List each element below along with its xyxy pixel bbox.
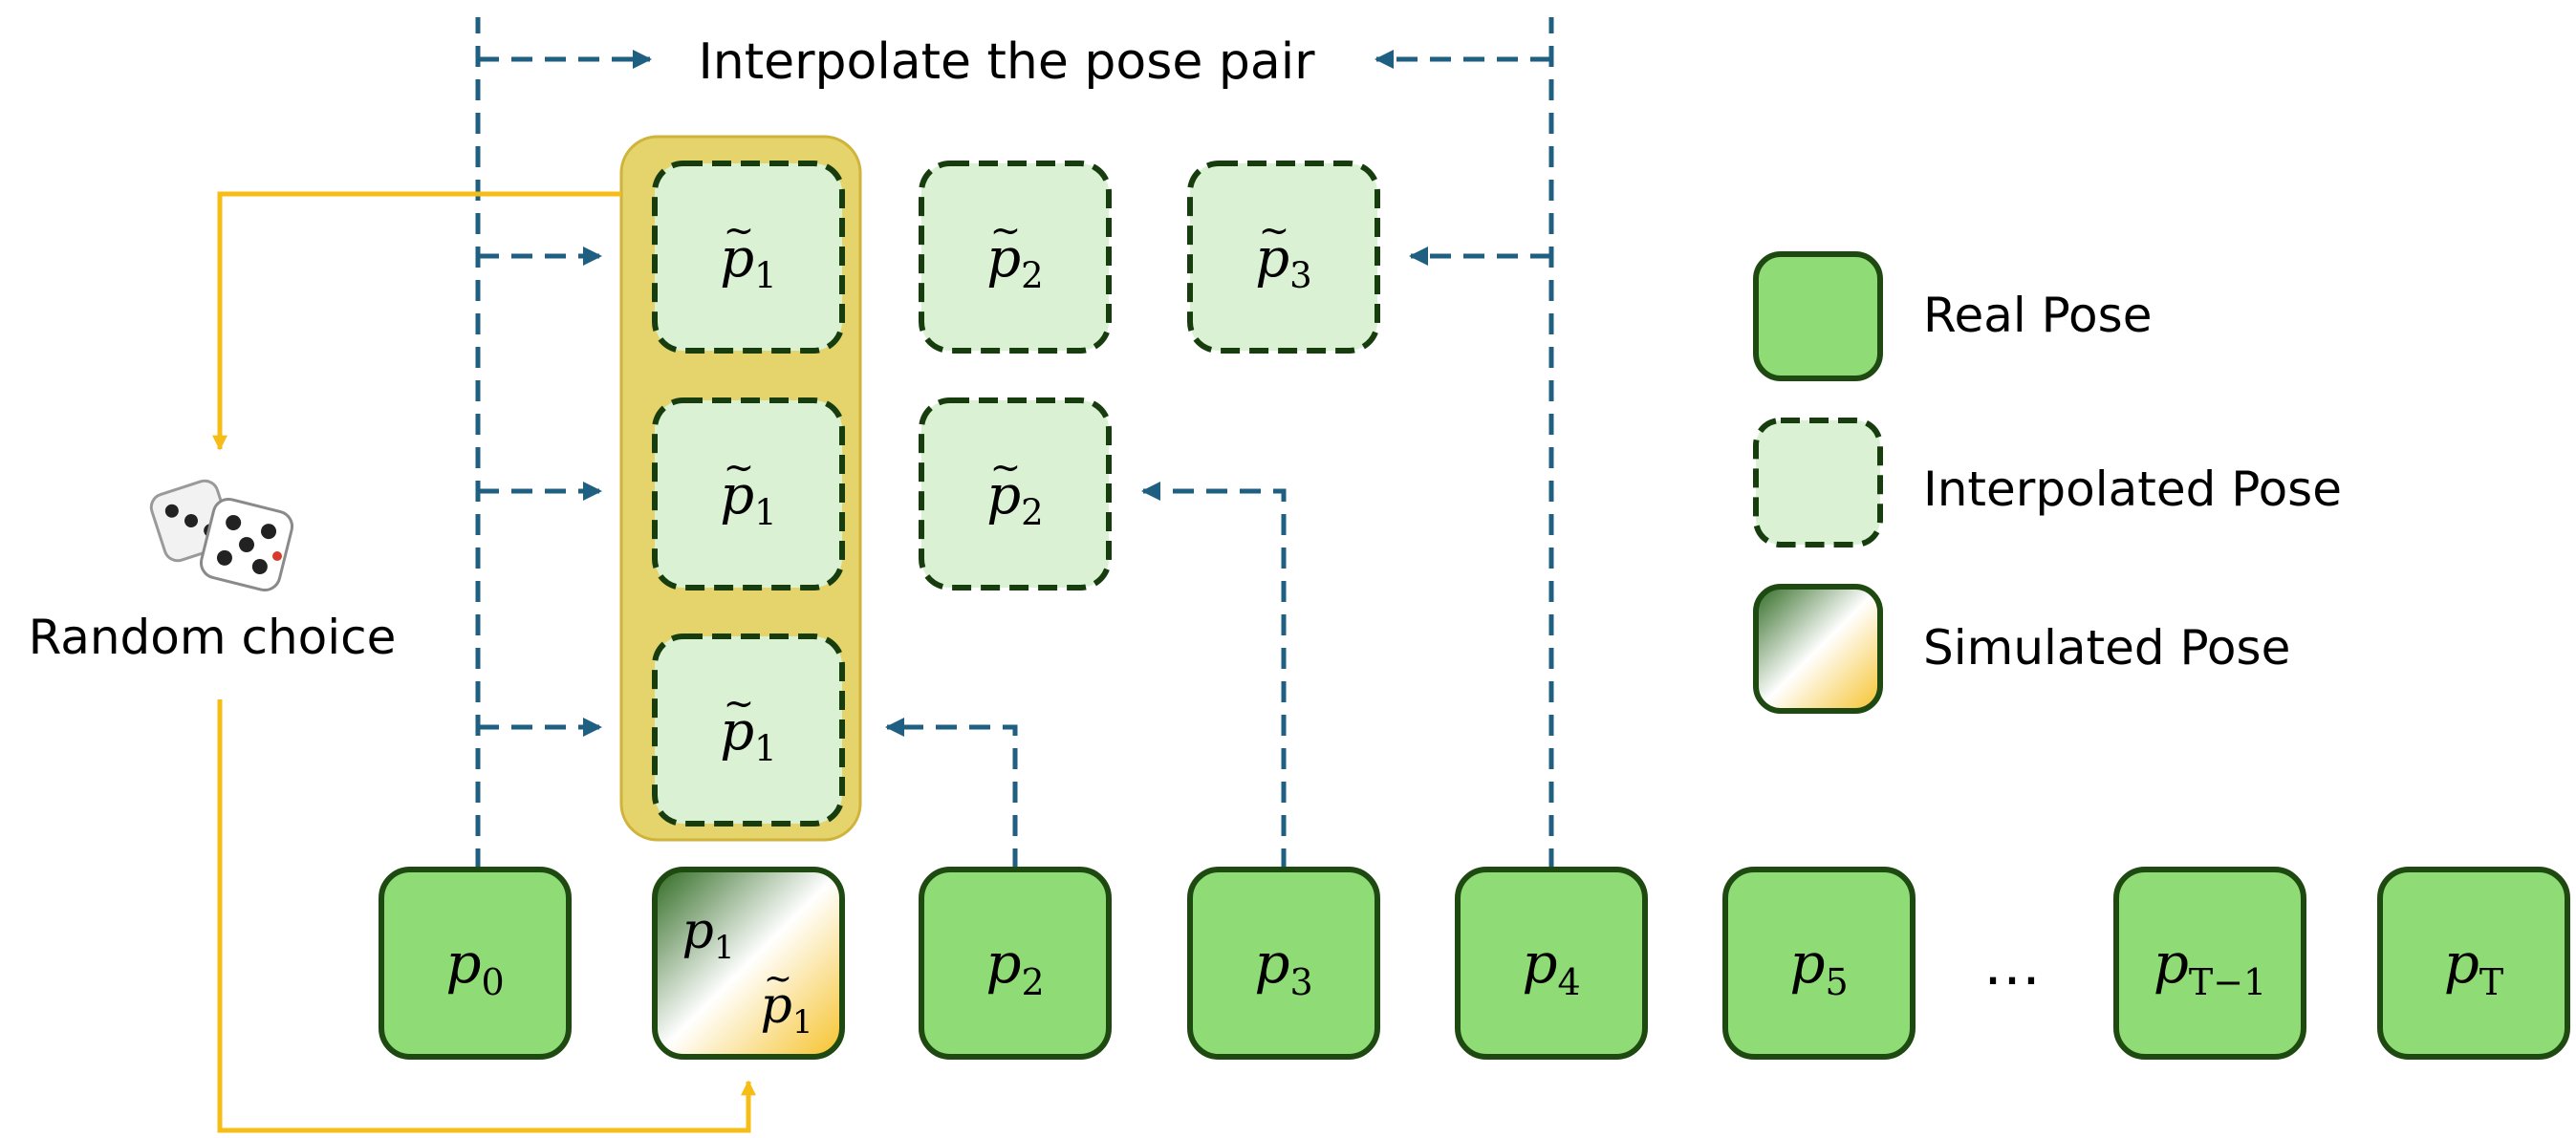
interpolated-pose-r0-c1: p2~ xyxy=(919,161,1112,354)
legend-simulated-label: Simulated Pose xyxy=(1923,620,2290,676)
legend-interpolated-label: Interpolated Pose xyxy=(1923,462,2342,517)
real-pose-label: pT xyxy=(2444,931,2504,1003)
real-pose-label: pT−1 xyxy=(2154,931,2267,1003)
p3-to-row2-arrow xyxy=(1141,482,1287,870)
real-pose-5: p5 xyxy=(1722,867,1916,1060)
real-pose-label: p5 xyxy=(1789,931,1848,1003)
real-pose-3: p3 xyxy=(1187,867,1380,1060)
diagram-title: Interpolate the pose pair xyxy=(698,33,1315,91)
legend-interpolated-swatch xyxy=(1753,418,1883,548)
interpolated-pose-grid: p1~p2~p3~p1~p2~p1~ xyxy=(652,161,1380,827)
tilde-mark: ~ xyxy=(724,209,755,252)
real-pose-label: p2 xyxy=(985,931,1044,1003)
real-pose-box xyxy=(2377,867,2570,1060)
legend-real-swatch xyxy=(1753,251,1883,381)
tilde-mark: ~ xyxy=(764,959,792,998)
real-pose-box xyxy=(919,867,1112,1060)
real-pose-2: p2 xyxy=(919,867,1112,1060)
interpolated-pose-box xyxy=(1187,161,1380,354)
interpolated-pose-label: p3 xyxy=(1255,227,1311,296)
interpolated-pose-r2-c0: p1~ xyxy=(652,633,845,827)
legend-real-label: Real Pose xyxy=(1923,288,2152,343)
random-choice-label: Random choice xyxy=(29,610,397,665)
interpolated-pose-r1-c1: p2~ xyxy=(919,397,1112,590)
random-choice-path xyxy=(211,191,757,1133)
interpolated-pose-box xyxy=(919,161,1112,354)
interpolated-pose-label: p1 xyxy=(720,464,776,533)
simulated-pose-box xyxy=(652,867,845,1060)
real-pose-box xyxy=(2113,867,2306,1060)
interpolated-pose-label: p1 xyxy=(720,700,776,769)
legend-simulated-swatch xyxy=(1753,584,1883,714)
interpolated-pose-label: p2 xyxy=(986,227,1043,296)
interpolation-connectors xyxy=(475,17,1554,870)
real-pose-label: p3 xyxy=(1254,931,1312,1003)
tilde-mark: ~ xyxy=(1259,209,1290,252)
real-pose-box xyxy=(1455,867,1648,1060)
legend: Real Pose Interpolated Pose Simulated Po… xyxy=(1753,251,2342,714)
dice-icon xyxy=(149,479,294,592)
tilde-mark: ~ xyxy=(990,446,1022,489)
real-pose-label: p1 xyxy=(682,903,735,967)
interpolated-pose-box xyxy=(652,397,845,590)
choice-arrow-to-dice xyxy=(211,191,621,451)
interpolated-pose-label: p2 xyxy=(986,464,1043,533)
interpolated-pose-box xyxy=(652,161,845,354)
choice-arrow-to-simulated xyxy=(217,699,757,1133)
real-pose-0: p0 xyxy=(379,867,572,1060)
interpolated-pose-box xyxy=(652,633,845,827)
interpolated-pose-r1-c0: p1~ xyxy=(652,397,845,590)
interpolated-pose-box xyxy=(919,397,1112,590)
real-pose-label: p4 xyxy=(1522,931,1580,1003)
real-pose-box xyxy=(1187,867,1380,1060)
real-pose-8: pT xyxy=(2377,867,2570,1060)
sequence-ellipsis: … xyxy=(1983,932,2041,998)
tilde-mark: ~ xyxy=(724,682,755,725)
real-pose-6: … xyxy=(1983,932,2041,998)
p2-to-row3-arrow xyxy=(885,718,1018,870)
interpolated-pose-r0-c0: p1~ xyxy=(652,161,845,354)
interpolated-pose-r0-c2: p3~ xyxy=(1187,161,1380,354)
real-pose-label: p0 xyxy=(445,931,504,1003)
tilde-mark: ~ xyxy=(724,446,755,489)
simulated-pose-label: p1 xyxy=(761,977,813,1041)
real-pose-7: pT−1 xyxy=(2113,867,2306,1060)
real-pose-box xyxy=(379,867,572,1060)
real-pose-4: p4 xyxy=(1455,867,1648,1060)
real-pose-box xyxy=(1722,867,1916,1060)
interpolated-pose-label: p1 xyxy=(720,227,776,296)
tilde-mark: ~ xyxy=(990,209,1022,252)
